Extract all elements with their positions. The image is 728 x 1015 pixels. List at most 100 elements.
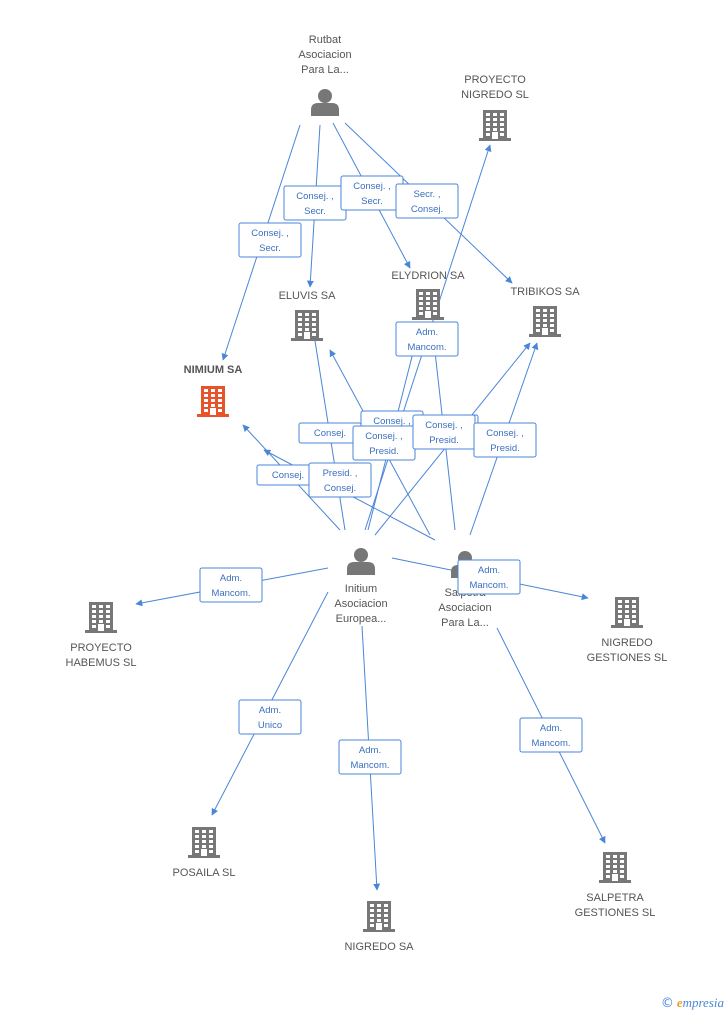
node-posaila[interactable]: POSAILA SL — [173, 827, 236, 879]
node-eluvis[interactable]: ELUVIS SA — [279, 290, 337, 341]
node-label: PROYECTO — [464, 74, 526, 86]
edge-label-text: Mancom. — [211, 588, 250, 599]
edge-label-text: Secr. , — [414, 189, 441, 200]
building-icon — [611, 597, 643, 628]
edge-label-text: Presid. — [429, 435, 459, 446]
building-icon — [599, 852, 631, 883]
node-label: Asociacion — [298, 49, 351, 61]
brand-name: mpresia — [682, 995, 724, 1010]
edge-label-box — [395, 321, 459, 357]
edge-label-salpetra-tribikos[interactable]: Consej. , Presid. — [473, 422, 537, 458]
node-label: NIGREDO SA — [344, 941, 414, 953]
building-icon — [479, 110, 511, 141]
node-salpetra-gestiones[interactable]: SALPETRA GESTIONES SL — [575, 852, 656, 919]
edge-label-text: Consej. , — [486, 428, 524, 439]
node-label: Europea... — [336, 613, 387, 625]
edge-label-text: Adm. — [259, 705, 281, 716]
edge-label-salpetra-nimium[interactable]: Presid. , Consej. — [308, 462, 372, 498]
edge-label-text: Adm. — [416, 327, 438, 338]
edge-label-text: Secr. — [361, 196, 383, 207]
edge-label-box — [457, 559, 521, 595]
edge-label-text: Mancom. — [350, 760, 389, 771]
edge-label-text: Mancom. — [469, 580, 508, 591]
node-label: POSAILA SL — [173, 867, 236, 879]
edge-label-box — [308, 462, 372, 498]
empresia-logo[interactable]: ©empresia — [661, 995, 724, 1011]
edge-label-text: Presid. — [490, 443, 520, 454]
edge-label-salpetra-elydrion[interactable]: Consej. , Presid. — [412, 414, 476, 450]
edge-label-box — [199, 567, 263, 603]
node-label: TRIBIKOS SA — [510, 286, 580, 298]
edge-label-text: Consej. , — [425, 420, 463, 431]
node-nimium[interactable]: NIMIUM SA — [184, 364, 243, 417]
edge-label-text: Unico — [258, 720, 282, 731]
edge-labels-layer: Consej. , Secr. Consej. , Secr. Consej. , Sec… — [199, 175, 583, 775]
building-icon — [363, 901, 395, 932]
node-label: ELUVIS SA — [279, 290, 337, 302]
node-label: Initium — [345, 583, 377, 595]
node-proyecto-nigredo[interactable]: PROYECTO NIGREDO SL — [461, 74, 529, 141]
edge-label-text: Presid. — [369, 446, 399, 457]
building-icon — [188, 827, 220, 858]
node-nigredo-sa[interactable]: NIGREDO SA — [344, 901, 414, 953]
copyright-symbol: © — [660, 996, 674, 1011]
person-icon — [311, 89, 339, 116]
edge-label-initium-proyecto_habemus[interactable]: Adm. Mancom. — [199, 567, 263, 603]
edge-label-initium-posaila[interactable]: Adm. Unico — [238, 699, 302, 735]
edge-label-box — [519, 717, 583, 753]
edge-label-box — [473, 422, 537, 458]
node-initium[interactable]: InitiumAsociacionEuropea... — [334, 548, 388, 625]
edge-label-rutbat-elydrion[interactable]: Consej. , Secr. — [340, 175, 404, 211]
node-label: NIGREDO SL — [461, 89, 529, 101]
edge-label-initium-eluvis[interactable]: Consej. — [298, 422, 362, 444]
node-label: Para La... — [441, 617, 489, 629]
edge-label-rutbat-eluvis[interactable]: Consej. , Secr. — [283, 185, 347, 221]
building-icon — [529, 306, 561, 337]
edge-label-box — [338, 739, 402, 775]
edge-label-text: Secr. — [304, 206, 326, 217]
node-tribikos[interactable]: TRIBIKOS SA — [510, 286, 580, 337]
node-label: GESTIONES SL — [575, 907, 656, 919]
brand-e: e — [676, 995, 683, 1010]
edge-label-box — [395, 183, 459, 219]
edge-label-rutbat-tribikos[interactable]: Secr. , Consej. — [395, 183, 459, 219]
edge-label-initium-nigredo_sa[interactable]: Adm. Mancom. — [338, 739, 402, 775]
node-label: SALPETRA — [586, 892, 644, 904]
edge-label-text: Consej. , — [353, 181, 391, 192]
edge-label-text: Consej. — [411, 204, 443, 215]
edge-label-box — [238, 699, 302, 735]
edge-label-initium-proyecto_nigredo[interactable]: Adm.Mancom. — [395, 321, 459, 357]
building-icon — [197, 386, 229, 417]
edge-label-salpetra-eluvis[interactable]: Consej. ,Presid. — [352, 425, 416, 461]
edge-label-text: Adm. — [359, 745, 381, 756]
edge-label-text: Presid. , — [323, 468, 358, 479]
edge-label-rutbat-nimium[interactable]: Consej. , Secr. — [238, 222, 302, 258]
edge-label-text: Adm. — [220, 573, 242, 584]
node-label: Rutbat — [309, 34, 341, 46]
node-label: HABEMUS SL — [66, 657, 137, 669]
edge-label-salpetra-salpetra_gestiones[interactable]: Adm.Mancom. — [519, 717, 583, 753]
edge-label-text: Secr. — [259, 243, 281, 254]
edge-label-text: Consej. — [314, 428, 346, 439]
edge-label-text: Consej. , — [373, 416, 411, 427]
edge-label-text: Mancom. — [531, 738, 570, 749]
edge-label-text: Consej. — [324, 483, 356, 494]
edge-label-text: Consej. , — [251, 228, 289, 239]
edge-label-text: Consej. — [272, 470, 304, 481]
node-elydrion[interactable]: ELYDRION SA — [391, 270, 465, 320]
edge-label-initium-nigredo_gestiones[interactable]: Adm.Mancom. — [457, 559, 521, 595]
node-label: Asociacion — [438, 602, 491, 614]
edges-layer — [135, 122, 606, 891]
node-label: ELYDRION SA — [391, 270, 465, 282]
edge-label-box — [238, 222, 302, 258]
building-icon — [291, 310, 323, 341]
node-label: NIMIUM SA — [184, 364, 243, 376]
building-icon — [85, 602, 117, 633]
person-icon — [347, 548, 375, 575]
edge-label-text: Consej. , — [296, 191, 334, 202]
